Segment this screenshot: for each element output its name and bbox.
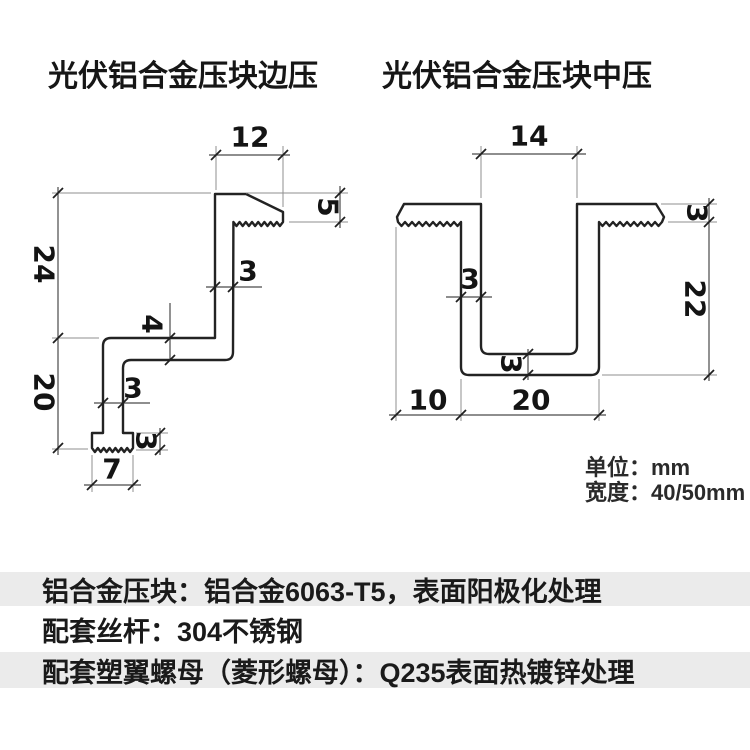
title-edge-clamp: 光伏铝合金压块边压 bbox=[48, 60, 318, 93]
spec-row-clamp-material: 铝合金压块：铝合金6063-T5，表面阳极化处理 bbox=[0, 572, 750, 607]
mid-clamp-profile bbox=[395, 202, 666, 377]
dim-label-lower-height: 20 bbox=[28, 373, 61, 412]
dimension-ticks bbox=[52, 148, 715, 491]
dim-label-mouth-width: 14 bbox=[510, 120, 549, 153]
dim-label-wing-thickness: 3 bbox=[681, 203, 714, 222]
spec-text-nut-material: 配套塑翼螺母（菱形螺母）：Q235表面热镀锌处理 bbox=[42, 657, 635, 688]
dim-label-wall-thickness: 3 bbox=[460, 263, 479, 296]
dim-label-channel-width: 20 bbox=[512, 384, 551, 417]
spec-text-rod-material: 配套丝杆：304不锈钢 bbox=[42, 616, 304, 647]
edge-clamp-profile bbox=[90, 192, 285, 454]
dim-label-upper-height: 24 bbox=[28, 245, 61, 284]
dim-label-lip-height: 5 bbox=[312, 197, 345, 216]
spec-text-clamp-material: 铝合金压块：铝合金6063-T5，表面阳极化处理 bbox=[42, 576, 602, 607]
width-note: 宽度：40/50mm bbox=[585, 480, 746, 505]
unit-notes: 单位：mm 宽度：40/50mm bbox=[585, 455, 745, 505]
dim-label-height: 22 bbox=[679, 280, 712, 319]
unit-note: 单位：mm bbox=[585, 455, 691, 480]
dim-label-lower-web-thickness: 3 bbox=[123, 372, 142, 405]
dim-label-wing-overhang: 10 bbox=[409, 384, 448, 417]
dim-label-foot-width: 7 bbox=[102, 453, 121, 486]
dim-label-foot-height: 3 bbox=[130, 431, 163, 450]
dim-label-step-height: 4 bbox=[136, 314, 169, 333]
spec-row-rod-material: 配套丝杆：304不锈钢 bbox=[0, 606, 750, 652]
dim-label-web-thickness: 3 bbox=[238, 255, 257, 288]
spec-row-nut-material: 配套塑翼螺母（菱形螺母）：Q235表面热镀锌处理 bbox=[0, 652, 750, 688]
title-mid-clamp: 光伏铝合金压块中压 bbox=[382, 60, 652, 93]
dim-label-bottom-thickness: 3 bbox=[495, 354, 528, 373]
dim-label-top-width: 12 bbox=[231, 121, 270, 154]
